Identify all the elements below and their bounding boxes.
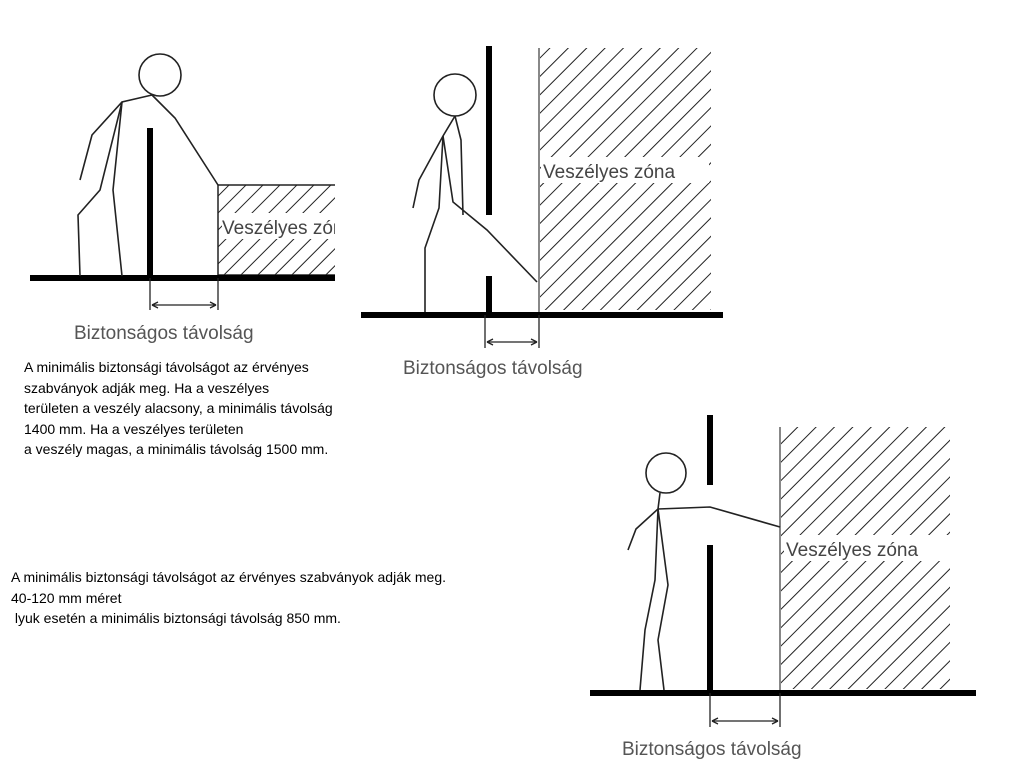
figure-reach-through: Veszélyes zóna Biztonságos távolság <box>580 405 980 768</box>
description-line: 40-120 mm méret <box>11 589 122 606</box>
distance-dimension <box>149 278 219 310</box>
description-line: a veszély magas, a minimális távolság 15… <box>24 441 329 457</box>
zone-label: Veszélyes zóna <box>543 162 675 183</box>
description-line: lyuk esetén a minimális biztonsági távol… <box>11 610 341 626</box>
zone-label-bg <box>541 157 709 183</box>
description-line: területen a veszély alacsony, a minimáli… <box>24 400 333 416</box>
distance-label: Biztonságos távolság <box>622 739 802 760</box>
stick-figure <box>77 53 219 277</box>
description-line: szabványok adják meg. Ha a veszélyes <box>24 379 270 396</box>
distance-label: Biztonságos távolság <box>74 323 254 344</box>
distance-label: Biztonságos távolság <box>403 358 583 379</box>
zone-label: Veszélyes zóna <box>786 540 918 561</box>
stick-figure <box>627 452 781 691</box>
description-second: A minimális biztonsági távolságot az érv… <box>11 567 446 629</box>
figure-walk-under: Veszélyes zóna Biztonságos távolság <box>355 40 735 380</box>
walk-under-diagram: Veszélyes zóna Biztonságos távolság <box>361 46 723 379</box>
distance-dimension <box>709 693 781 727</box>
description-first: A minimális biztonsági távolságot az érv… <box>24 357 333 460</box>
description-line: A minimális biztonsági távolságot az érv… <box>11 569 446 585</box>
description-line: A minimális biztonsági távolságot az érv… <box>24 359 309 375</box>
zone-label-bg <box>222 213 335 239</box>
reach-over-diagram: Veszélyes zóna Biztonságos távolság <box>30 53 340 344</box>
distance-dimension <box>484 315 540 348</box>
figure-reach-over: Veszélyes zóna Biztonságos távolság <box>0 40 340 350</box>
zone-label-bg <box>784 535 950 561</box>
description-line: 1400 mm. Ha a veszélyes területen <box>24 420 244 437</box>
stick-figure <box>412 73 538 312</box>
zone-label: Veszélyes zóna <box>222 218 340 239</box>
reach-through-diagram: Veszélyes zóna Biztonságos távolság <box>590 415 976 760</box>
